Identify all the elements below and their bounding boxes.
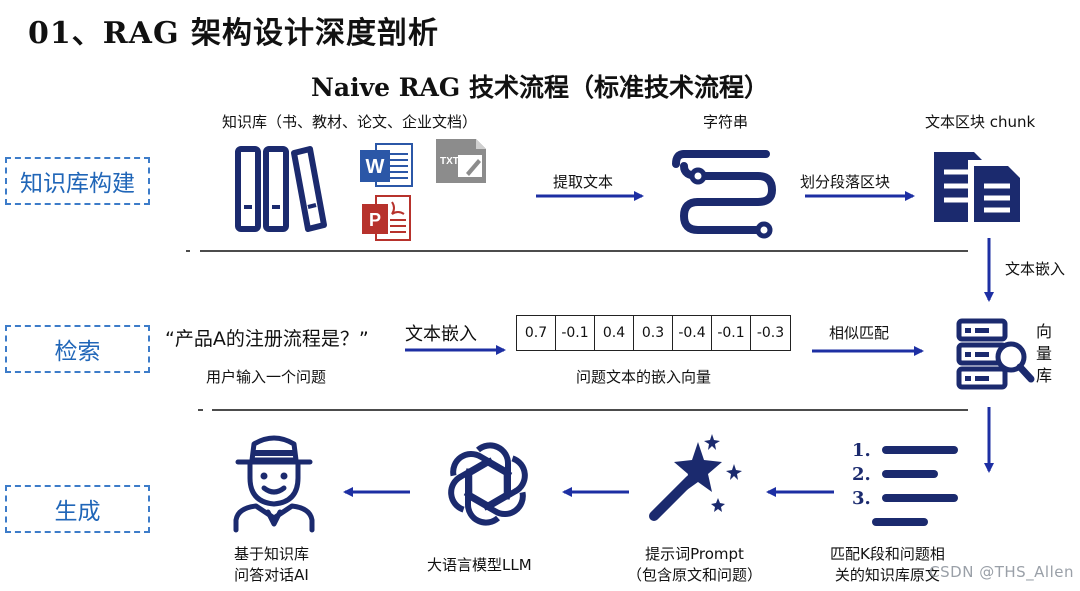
ai-caption-line-1: 基于知识库 bbox=[234, 545, 310, 563]
vector-db-char: 量 bbox=[1036, 344, 1053, 363]
books-icon bbox=[235, 146, 327, 232]
vector-caption: 问题文本的嵌入向量 bbox=[576, 368, 712, 386]
txt-file-icon: TXT bbox=[436, 139, 486, 183]
pdf-file-icon: P bbox=[362, 195, 411, 241]
magic-wand-icon bbox=[649, 434, 742, 521]
section-retrieve: 检索 bbox=[5, 325, 150, 373]
txt-file-label: TXT bbox=[440, 156, 459, 167]
vector-db-char: 向 bbox=[1036, 322, 1053, 341]
ranked-caption-line-1: 匹配K段和问题相 bbox=[830, 545, 945, 563]
docs-caption: 知识库（书、教材、论文、企业文档） bbox=[222, 113, 478, 131]
section-generate: 生成 bbox=[5, 485, 150, 533]
section-build: 知识库构建 bbox=[5, 157, 150, 205]
ranked-caption-line-2: 关的知识库原文 bbox=[834, 566, 940, 584]
user-query-caption: 用户输入一个问题 bbox=[206, 368, 327, 386]
pdf-file-letter: P bbox=[369, 210, 381, 230]
prompt-caption-line-1: 提示词Prompt bbox=[645, 545, 744, 563]
vector-cell: -0.1 bbox=[556, 316, 595, 350]
vector-db-caption: 向 量 库 bbox=[1036, 321, 1052, 387]
user-avatar-icon bbox=[233, 435, 315, 533]
embedding-vector: 0.7 -0.1 0.4 0.3 -0.4 -0.1 -0.3 bbox=[516, 315, 791, 351]
embed-text-label: 文本嵌入 bbox=[405, 324, 477, 345]
chunk-docs-icon bbox=[934, 152, 1026, 224]
rank-number: 1. bbox=[852, 440, 871, 461]
ranked-caption: 匹配K段和问题相 关的知识库原文 bbox=[830, 544, 945, 586]
ai-caption: 基于知识库 问答对话AI bbox=[234, 544, 309, 586]
vector-cell: 0.4 bbox=[595, 316, 634, 350]
vector-cell: -0.3 bbox=[756, 325, 785, 341]
prompt-caption: 提示词Prompt （包含原文和问题） bbox=[627, 544, 762, 586]
word-file-letter: W bbox=[366, 156, 385, 178]
ranked-list-icon: 1. 2. 3. bbox=[852, 440, 958, 526]
vector-db-char: 库 bbox=[1036, 366, 1053, 385]
word-file-icon: W bbox=[360, 143, 413, 187]
user-query-text: “产品A的注册流程是？” bbox=[165, 328, 369, 350]
string-caption: 字符串 bbox=[703, 113, 749, 131]
chunk-caption: 文本区块 chunk bbox=[925, 113, 1036, 131]
page-subtitle: Naive RAG 技术流程（标准技术流程） bbox=[311, 73, 769, 102]
vector-cell: -0.1 bbox=[712, 316, 751, 350]
rank-number: 2. bbox=[852, 464, 871, 485]
extract-text-label: 提取文本 bbox=[553, 173, 614, 191]
prompt-caption-line-2: （包含原文和问题） bbox=[627, 566, 763, 584]
vector-cell: -0.4 bbox=[673, 316, 712, 350]
vector-db-icon bbox=[956, 318, 1035, 390]
embed-text-label-vertical: 文本嵌入 bbox=[1005, 260, 1066, 278]
llm-caption: 大语言模型LLM bbox=[427, 556, 532, 574]
page-title: 01、RAG 架构设计深度剖析 bbox=[28, 16, 440, 51]
vector-cell: 0.7 bbox=[517, 316, 556, 350]
rank-number: 3. bbox=[852, 488, 871, 509]
vector-cell: 0.3 bbox=[634, 316, 673, 350]
similarity-match-label: 相似匹配 bbox=[829, 324, 890, 342]
openai-logo-icon bbox=[448, 442, 528, 526]
split-paragraph-label: 划分段落区块 bbox=[800, 173, 891, 191]
string-icon bbox=[672, 150, 777, 239]
ai-caption-line-2: 问答对话AI bbox=[234, 566, 309, 584]
watermark: CSDN @THS_Allen bbox=[929, 563, 1074, 581]
